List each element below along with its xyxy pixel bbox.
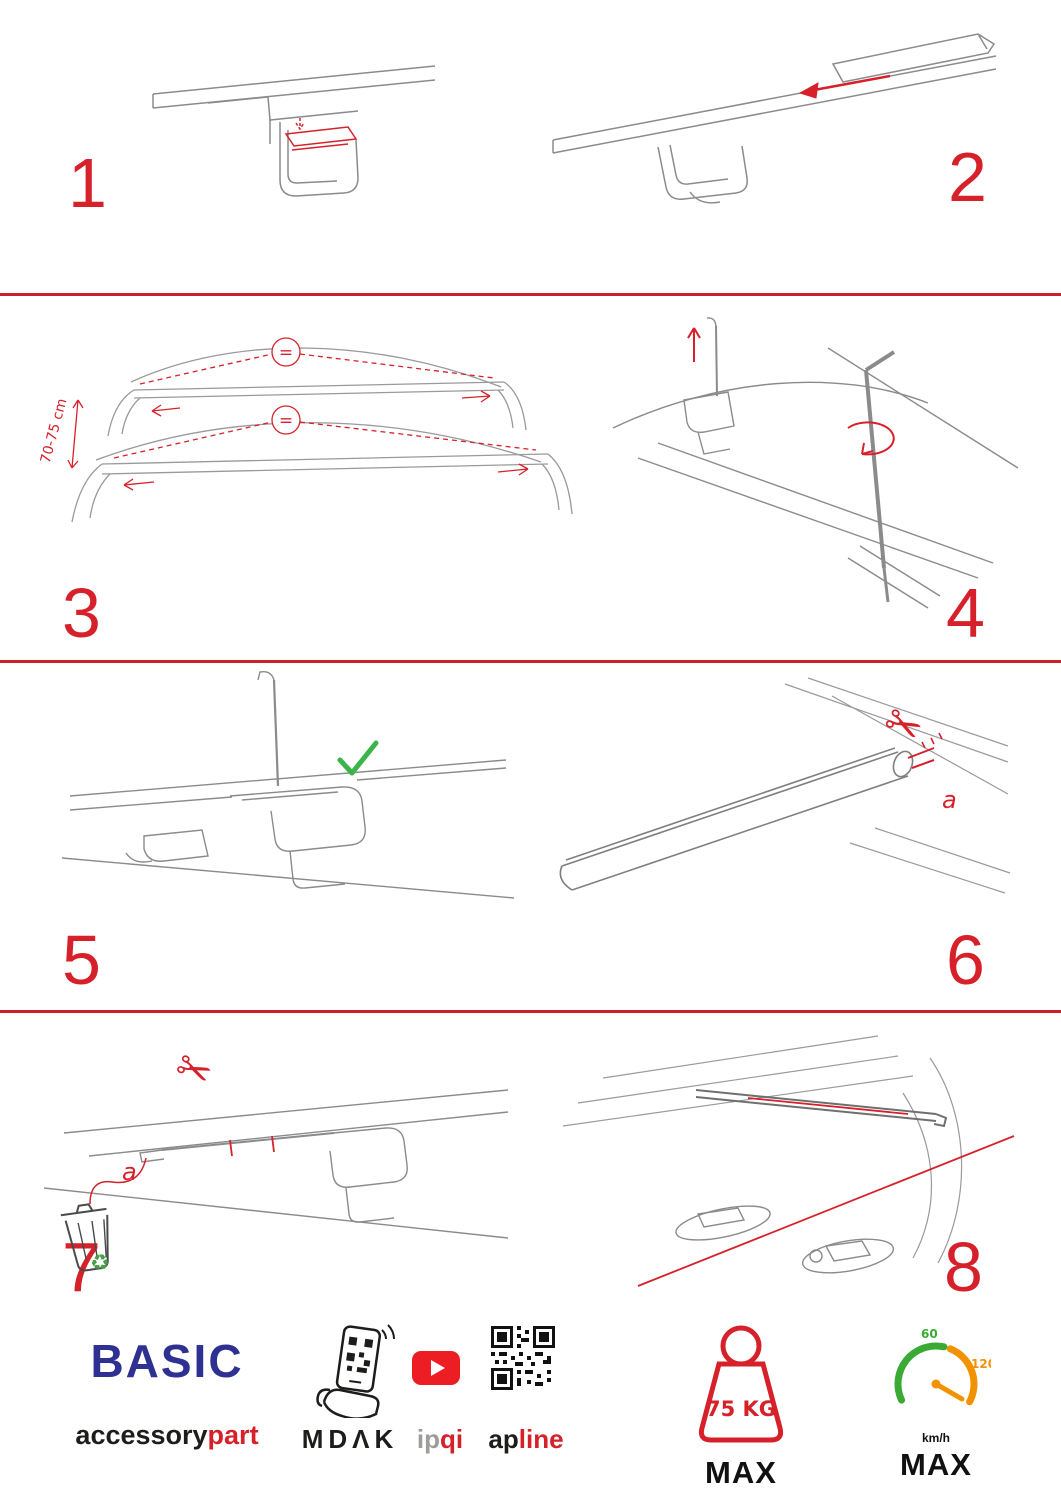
speed-unit-label: km/h <box>921 1431 950 1445</box>
step-5-illustration <box>52 666 524 938</box>
section-divider-3 <box>0 1010 1061 1013</box>
logo-apline-red: line <box>518 1424 564 1454</box>
equal-spacing-label-top: = <box>279 343 293 363</box>
weight-limit-value: 75 KG <box>706 1397 776 1421</box>
section-divider-2 <box>0 660 1061 663</box>
logo-mdak: MDΛK <box>301 1424 399 1454</box>
step-7-drawing: ✂ a ♻ <box>43 1040 509 1276</box>
logo-apline: apline <box>474 1424 578 1455</box>
step-7-illustration: ✂ a ♻ <box>34 1026 518 1276</box>
logo-ipqi-red: qi <box>440 1424 464 1454</box>
step-1-illustration <box>148 52 440 240</box>
brand-subtitle-red: part <box>207 1420 259 1450</box>
step-8-drawing <box>562 1035 1015 1287</box>
step-8-illustration <box>548 1016 1020 1312</box>
qr-code-icon <box>491 1326 555 1390</box>
brand-title: BASIC <box>90 1335 244 1387</box>
step-3-drawing: = = 70-75 cm <box>38 337 573 523</box>
speed-limit-block: 60 120 km/h MAX <box>880 1326 996 1483</box>
logo-apline-black: ap <box>488 1424 519 1454</box>
step-1-drawing <box>152 65 436 197</box>
phone-qr-scan-icon <box>312 1322 396 1420</box>
step-7-number: 7 <box>62 1228 101 1306</box>
trash-bin-icon <box>60 1203 109 1272</box>
weight-max-label: MAX <box>705 1455 777 1490</box>
speedometer-icon: 60 120 <box>894 1327 996 1406</box>
step-5-number: 5 <box>62 921 101 999</box>
step-2-number: 2 <box>948 138 987 216</box>
scissors-icon: ✂ <box>168 1040 220 1099</box>
step-6-number: 6 <box>946 921 985 999</box>
step-5-drawing <box>61 670 515 899</box>
speed-max-label: MAX <box>900 1447 972 1482</box>
step-3-number: 3 <box>62 574 101 652</box>
weight-limit-block: 75 KG MAX <box>685 1320 797 1491</box>
part-a-label: a <box>942 786 957 814</box>
step-4-drawing <box>612 317 1019 609</box>
brand-subtitle-black: accessory <box>75 1420 208 1450</box>
section-divider-1 <box>0 293 1061 296</box>
speed-low-label: 60 <box>921 1327 938 1341</box>
step-8-number: 8 <box>944 1228 983 1306</box>
step-2-illustration <box>538 22 1013 220</box>
step-4-number: 4 <box>946 574 985 652</box>
step-4-illustration <box>598 306 1022 644</box>
step-1-number: 1 <box>68 144 107 222</box>
part-a-label: a <box>122 1158 137 1186</box>
equal-spacing-label-bottom: = <box>279 411 293 431</box>
youtube-icon <box>411 1350 461 1386</box>
step-2-drawing <box>552 33 997 204</box>
recycle-icon: ♻ <box>90 1251 110 1276</box>
step-6-drawing: ✂ a <box>559 677 1011 894</box>
step-6-illustration: ✂ a <box>550 676 1012 952</box>
step-3-illustration: = = 70-75 cm <box>36 310 573 572</box>
weight-icon: 75 KG <box>698 1325 784 1443</box>
logo-ipqi: ipqi <box>400 1424 480 1455</box>
bar-distance-label: 70-75 cm <box>38 397 71 465</box>
speed-high-label: 120 <box>971 1357 991 1371</box>
check-icon <box>337 740 379 776</box>
logo-ipqi-gray: ip <box>416 1424 440 1454</box>
brand-subtitle: accessorypart <box>55 1420 279 1451</box>
